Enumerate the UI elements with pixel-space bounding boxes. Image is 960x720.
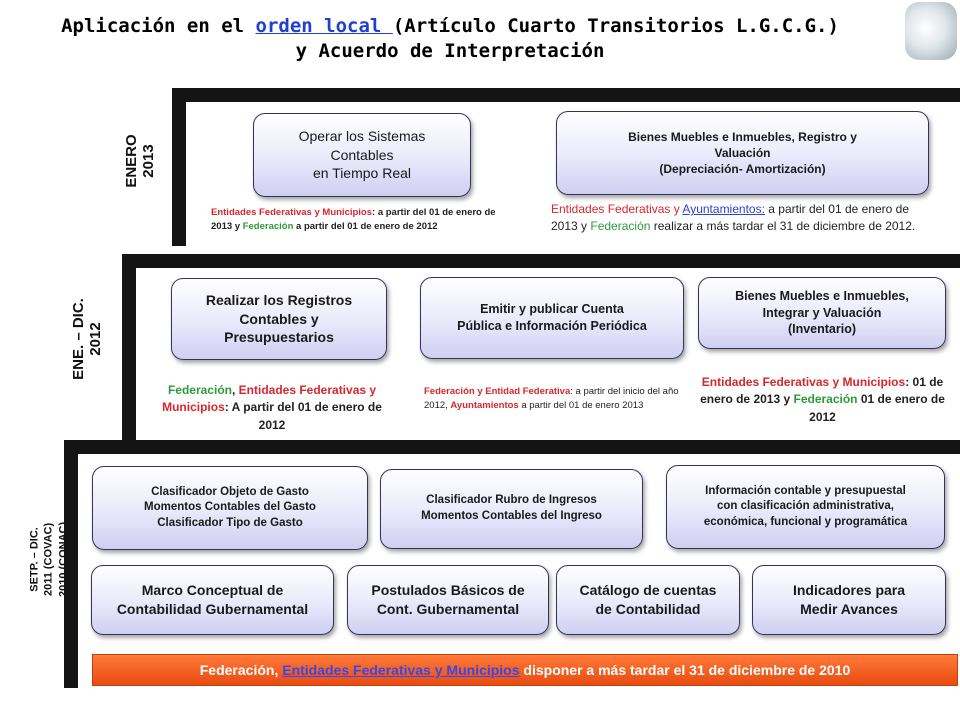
stair-2012-top [122,254,960,268]
card-realizar-registros: Realizar los Registros Contables y Presu… [171,278,387,360]
footer-entidades-link[interactable]: Entidades Federativas y Municipios [282,662,520,678]
note-2013-bienes: Entidades Federativas y Ayuntamientos: a… [551,201,936,236]
glass-apple-logo [905,2,957,60]
label-setp-l2: 2011 (COVAC) [42,522,55,597]
label-ene-dic-2012: ENE. – DIC. 2012 [70,279,104,399]
page-title-line1: Aplicación en el orden local (Artículo C… [0,15,900,37]
note-2012-cuenta: Federación y Entidad Federativa: a parti… [424,385,686,413]
card-indicadores-l1: Indicadores para [792,582,906,599]
card-emitir-l1: Emitir y publicar Cuenta [480,302,624,317]
note-2012b-c: Ayuntamientos [450,399,519,411]
card-info-l1: Información contable y presupuestal [705,484,906,497]
note-2012c-b: : 01 de enero de 2013 y [700,375,944,407]
card-catalogo-l2: de Contabilidad [595,601,701,617]
card-marco-l1: Marco Conceptual de [141,582,284,599]
ayuntamientos-link[interactable]: Ayuntamientos: [682,202,765,216]
stair-2010-top [64,440,960,454]
note-2012-registros: Federación, Entidades Federativas y Muni… [148,382,396,434]
card-bienes-reg-l3: (Depreciación- Amortización) [659,162,826,177]
note-2012a-a: Federación [167,383,232,397]
card-realizar-l1: Realizar los Registros [205,291,353,308]
label-setp-dic: SETP. – DIC. 2011 (COVAC) 2010 (CONAC) [28,499,71,619]
orden-local-link[interactable]: orden local [255,15,393,37]
card-inventario-l2: Integrar y Valuación [762,305,882,320]
note-2013b-d: Federación [590,219,651,234]
footer-banner-2010: Federación, Entidades Federativas y Muni… [92,654,958,686]
card-marco-l2: Contabilidad Gubernamental [116,601,309,617]
note-2013b-a: Entidades Federativas y [551,202,683,216]
card-clasificador-ingresos: Clasificador Rubro de Ingresos Momentos … [380,469,643,549]
footer-text-c: disponer a más tardar el 31 de diciembre… [523,662,851,678]
card-catalogo-l1: Catálogo de cuentas [579,582,717,599]
note-2013b-c: a partir del 01 de enero de 2013 y [551,202,910,234]
card-bienes-inventario: Bienes Muebles e Inmuebles, Integrar y V… [698,277,946,349]
card-postulados-l1: Postulados Básicos de [371,582,525,599]
title-text-pre: Aplicación en el [61,15,256,37]
card-operar-l3: en Tiempo Real [312,165,412,182]
card-informacion-contable: Información contable y presupuestal con … [666,465,945,549]
card-emitir-l2: Pública e Información Periódica [457,319,647,333]
stair-2012-side [122,254,136,440]
card-inventario-l3: (Inventario) [787,322,857,337]
label-setp-l3: 2010 (CONAC) [57,521,70,598]
card-realizar-l2: Contables y [239,310,319,327]
card-operar-sistemas: Operar los Sistemas Contables en Tiempo … [253,113,471,197]
card-clasificador-gasto: Clasificador Objeto de Gasto Momentos Co… [92,466,368,550]
note-2012c-a: Entidades Federativas y Municipios [701,375,906,389]
note-2012c-c: Federación [793,392,858,407]
card-gasto-l2: Momentos Contables del Gasto [144,501,316,514]
note-2013-d: a partir del 01 de enero de 2012 [293,220,438,232]
card-bienes-reg-l2: Valuación [714,145,771,160]
card-postulados-l2: Cont. Gubernamental [376,601,520,617]
card-bienes-registro: Bienes Muebles e Inmuebles, Registro y V… [556,111,929,195]
note-2013-b: : a partir del 01 de enero de 2013 y [211,207,496,232]
note-2012-inventario: Entidades Federativas y Municipios: 01 d… [700,374,945,426]
card-gasto-l1: Clasificador Objeto de Gasto [151,485,309,498]
card-indicadores: Indicadores para Medir Avances [752,565,946,635]
card-gasto-l3: Clasificador Tipo de Gasto [157,516,303,529]
card-operar-l1: Operar los Sistemas [298,127,426,144]
note-2012a-b: , [231,383,239,397]
stair-2010-side [64,440,78,688]
card-info-l2: con clasificación administrativa, [716,500,895,513]
card-ingresos-l2: Momentos Contables del Ingreso [421,510,602,522]
card-indicadores-l2: Medir Avances [800,601,898,617]
card-marco-conceptual: Marco Conceptual de Contabilidad Guberna… [91,565,334,635]
page-title-line2: y Acuerdo de Interpretación [295,40,605,62]
card-realizar-l3: Presupuestarios [224,329,334,346]
card-bienes-reg-l1: Bienes Muebles e Inmuebles, Registro y [628,129,857,144]
note-2012b-a: Federación y Entidad Federativa [424,386,571,397]
label-setp-l1: SETP. – DIC. [28,527,41,592]
note-2012a-c: Entidades Federativas y Municipios [162,383,377,415]
note-2013b-e: realizar a más tardar el 31 de diciembre… [650,219,916,234]
stair-2013-top [172,88,960,102]
note-2012b-d: a partir del 01 de enero 2013 [518,399,644,411]
label-enero-2013: ENERO 2013 [123,116,157,206]
note-2012c-d: 01 de enero de 2012 [809,392,945,424]
label-enero-2013-l1: ENERO [123,134,140,188]
note-2013-c: Federación [242,220,294,232]
card-ingresos-l1: Clasificador Rubro de Ingresos [426,494,597,507]
card-info-l3: económica, funcional y programática [703,515,908,528]
card-catalogo-cuentas: Catálogo de cuentas de Contabilidad [556,565,740,635]
card-postulados-basicos: Postulados Básicos de Cont. Gubernamenta… [347,565,549,635]
label-ene-dic-2012-l1: ENE. – DIC. [70,298,87,380]
title-text-post: (Artículo Cuarto Transitorios L.G.C.G.) [392,15,839,37]
label-enero-2013-l2: 2013 [140,144,157,178]
card-inventario-l1: Bienes Muebles e Inmuebles, [735,288,909,303]
card-operar-l2: Contables [330,146,394,163]
footer-text-a: Federación, [199,662,279,678]
note-2013-sistemas: Entidades Federativas y Municipios: a pa… [211,206,516,234]
card-emitir-cuenta: Emitir y publicar Cuenta Pública e Infor… [420,277,684,359]
note-2013-a: Entidades Federativas y Municipios [211,207,373,218]
note-2012b-b: : a partir del inicio del año 2012, [424,386,679,411]
label-ene-dic-2012-l2: 2012 [87,322,104,356]
stair-2013-side [172,88,186,246]
note-2012a-d: : A partir del 01 de enero de 2012 [224,400,382,432]
